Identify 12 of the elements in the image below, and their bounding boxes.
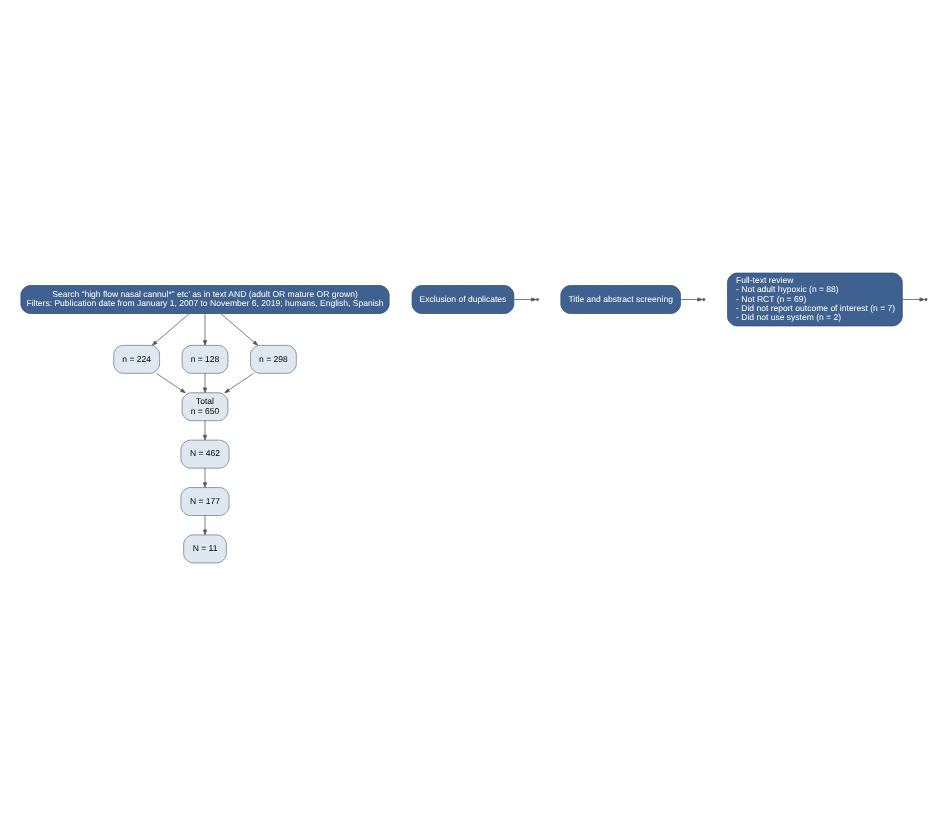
arrow xyxy=(203,420,208,441)
arrow xyxy=(203,515,208,536)
arrow xyxy=(901,297,925,302)
arrow xyxy=(203,373,208,393)
arrow xyxy=(680,297,703,302)
arrow xyxy=(203,313,208,346)
arrow xyxy=(224,373,254,394)
arrow xyxy=(151,313,190,346)
arrow xyxy=(203,467,208,488)
arrow xyxy=(156,373,186,394)
arrow xyxy=(220,313,259,346)
arrow xyxy=(513,297,537,302)
